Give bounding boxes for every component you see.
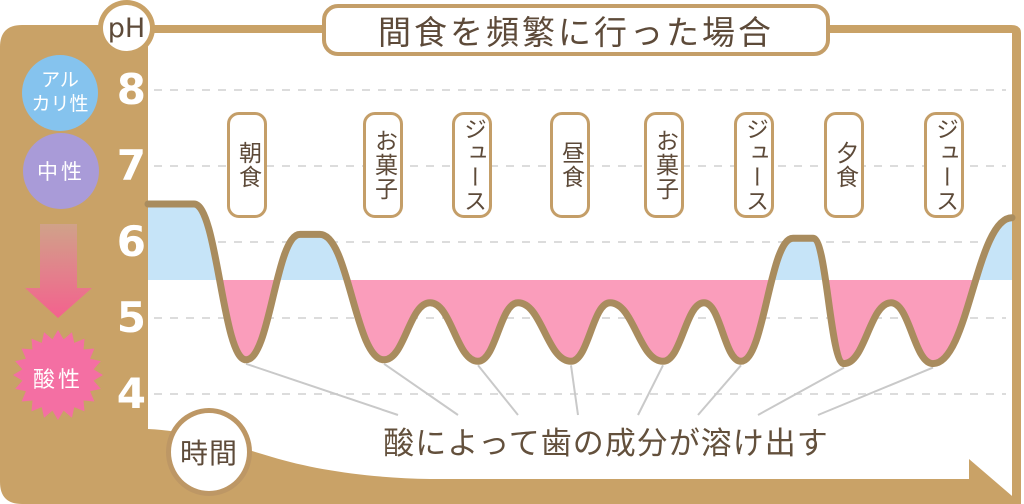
event-label-juice-2: ジュース — [734, 112, 774, 218]
acid-dissolve-annotation: 酸によって歯の成分が溶け出す — [383, 426, 829, 462]
event-label-juice-1: ジュース — [452, 112, 492, 218]
y-tick-6: 6 — [116, 217, 146, 266]
y-axis-label-ph: pH — [98, 0, 155, 56]
alkaline-label-line1: アル — [41, 69, 79, 92]
acid-zone-fill — [219, 280, 976, 364]
down-arrow-icon — [25, 224, 92, 318]
y-tick-4: 4 — [116, 369, 146, 418]
safe-zone-fill — [148, 204, 1012, 280]
x-axis-label-time: 時間 — [166, 408, 252, 496]
ph-curve — [144, 200, 1016, 368]
event-label-snack-1: お菓子 — [363, 112, 403, 218]
time-axis-band — [148, 429, 1019, 504]
neutral-legend-circle: 中性 — [23, 133, 99, 209]
event-label-snack-2: お菓子 — [644, 112, 684, 218]
event-label-lunch: 昼食 — [550, 112, 590, 218]
dip-callout-lines — [245, 362, 934, 416]
y-tick-7: 7 — [116, 141, 146, 190]
alkaline-label-line2: カリ性 — [31, 93, 89, 115]
y-tick-5: 5 — [116, 293, 146, 342]
event-label-breakfast: 朝食 — [227, 112, 267, 218]
acid-legend-label: 酸性 — [32, 368, 83, 393]
alkaline-legend-circle: アル カリ性 — [22, 55, 98, 131]
event-label-juice-3: ジュース — [924, 112, 964, 218]
acid-starburst-icon — [13, 330, 103, 420]
chart-title: 間食を頻繁に行った場合 — [322, 4, 830, 56]
event-label-dinner: 夕食 — [824, 112, 864, 218]
y-tick-8: 8 — [116, 65, 146, 114]
